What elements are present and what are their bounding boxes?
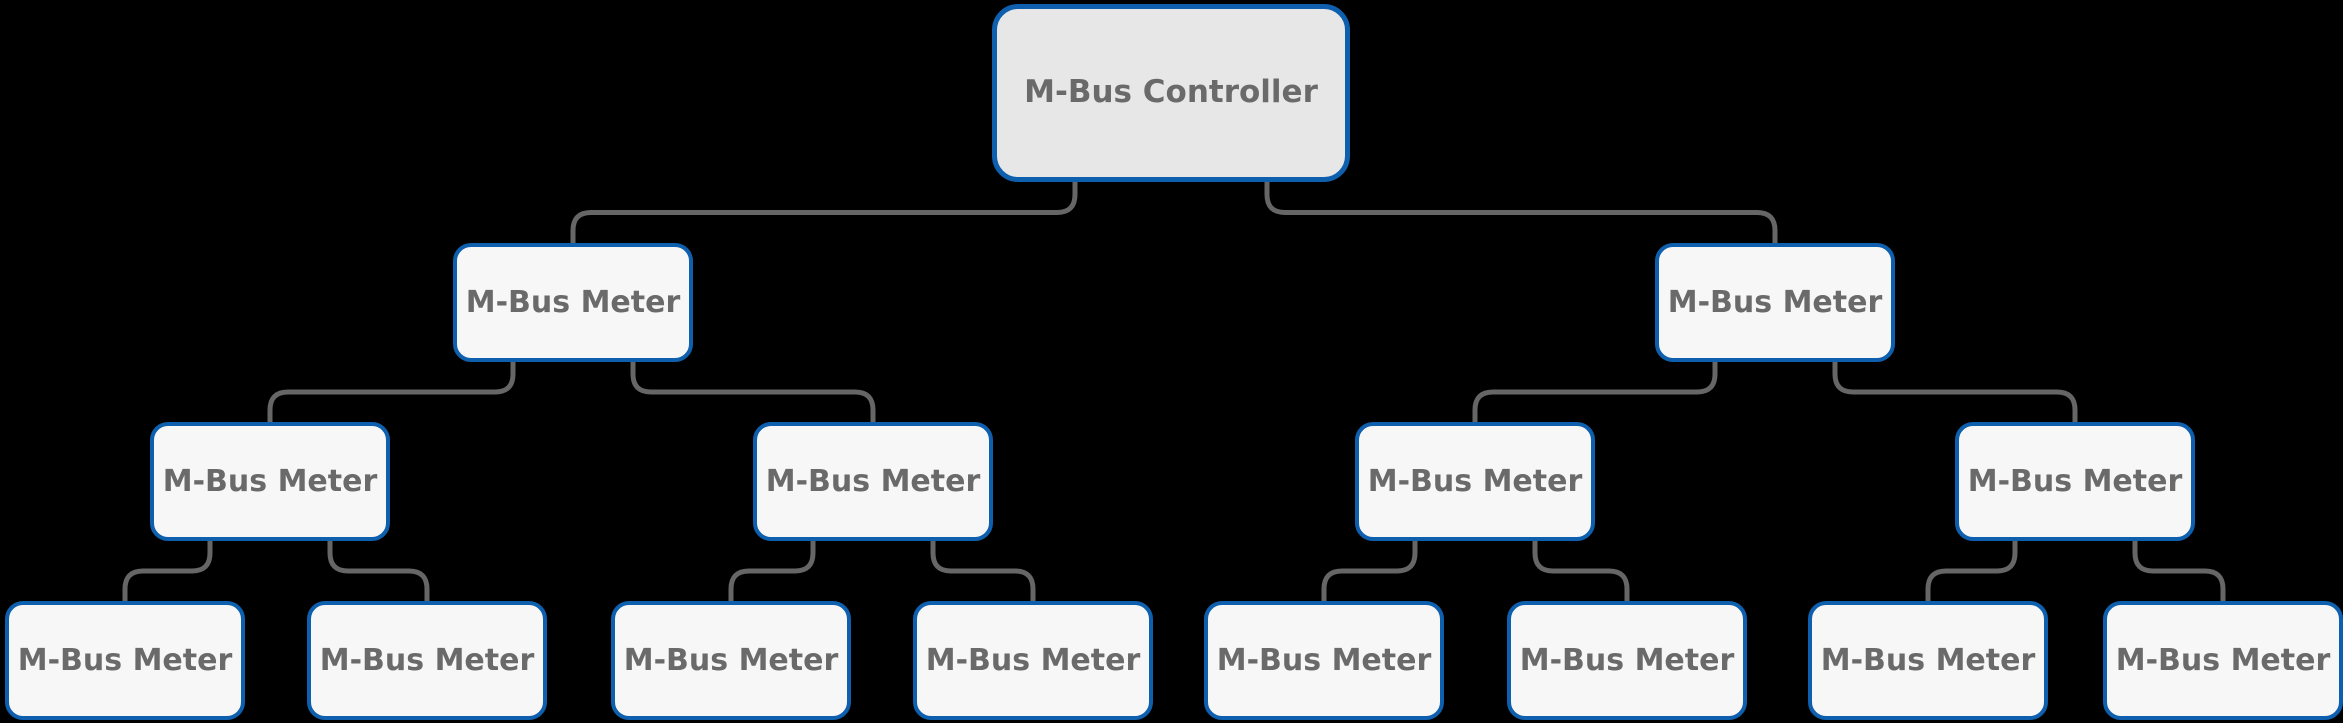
node-label: M-Bus Meter xyxy=(17,642,233,678)
node-meter-1-2: M-Bus Meter xyxy=(753,422,993,541)
node-meter-2-2: M-Bus Meter xyxy=(1955,422,2195,541)
node-label: M-Bus Meter xyxy=(765,463,981,499)
node-label: M-Bus Meter xyxy=(1667,284,1883,320)
node-meter-1: M-Bus Meter xyxy=(453,243,693,362)
node-meter-1-2-2: M-Bus Meter xyxy=(913,601,1153,720)
node-meter-1-1-1: M-Bus Meter xyxy=(5,601,245,720)
node-meter-2-2-2: M-Bus Meter xyxy=(2103,601,2343,720)
node-label: M-Bus Meter xyxy=(623,642,839,678)
node-label: M-Bus Meter xyxy=(1367,463,1583,499)
node-meter-2-1: M-Bus Meter xyxy=(1355,422,1595,541)
edge-meter-2-2-to-meter-2-2-2 xyxy=(2132,541,2226,601)
node-label: M-Bus Controller xyxy=(1024,74,1318,111)
edge-meter-2-to-meter-2-2 xyxy=(1832,362,2078,422)
node-meter-1-1: M-Bus Meter xyxy=(150,422,390,541)
node-meter-1-1-2: M-Bus Meter xyxy=(307,601,547,720)
node-label: M-Bus Meter xyxy=(1216,642,1432,678)
node-label: M-Bus Meter xyxy=(1519,642,1735,678)
node-label: M-Bus Meter xyxy=(162,463,378,499)
edge-meter-2-1-to-meter-2-1-1 xyxy=(1321,541,1418,601)
edge-meter-2-1-to-meter-2-1-2 xyxy=(1532,541,1630,601)
node-meter-2-1-2: M-Bus Meter xyxy=(1507,601,1747,720)
edge-meter-1-1-to-meter-1-1-1 xyxy=(122,541,213,601)
edge-meter-1-to-meter-1-1 xyxy=(267,362,516,422)
edge-meter-2-to-meter-2-1 xyxy=(1472,362,1718,422)
node-meter-1-2-1: M-Bus Meter xyxy=(611,601,851,720)
node-label: M-Bus Meter xyxy=(925,642,1141,678)
edge-controller-to-meter-1 xyxy=(570,182,1078,243)
edge-controller-to-meter-2 xyxy=(1264,182,1778,243)
node-label: M-Bus Meter xyxy=(1967,463,2183,499)
edge-meter-1-2-to-meter-1-2-1 xyxy=(728,541,816,601)
node-label: M-Bus Meter xyxy=(2115,642,2331,678)
edge-meter-1-1-to-meter-1-1-2 xyxy=(327,541,430,601)
edge-meter-2-2-to-meter-2-2-1 xyxy=(1925,541,2018,601)
node-label: M-Bus Meter xyxy=(465,284,681,320)
node-meter-2-2-1: M-Bus Meter xyxy=(1808,601,2048,720)
node-label: M-Bus Meter xyxy=(1820,642,2036,678)
node-controller: M-Bus Controller xyxy=(992,4,1350,182)
node-meter-2-1-1: M-Bus Meter xyxy=(1204,601,1444,720)
edge-meter-1-2-to-meter-1-2-2 xyxy=(930,541,1036,601)
node-label: M-Bus Meter xyxy=(319,642,535,678)
edge-meter-1-to-meter-1-2 xyxy=(630,362,876,422)
node-meter-2: M-Bus Meter xyxy=(1655,243,1895,362)
